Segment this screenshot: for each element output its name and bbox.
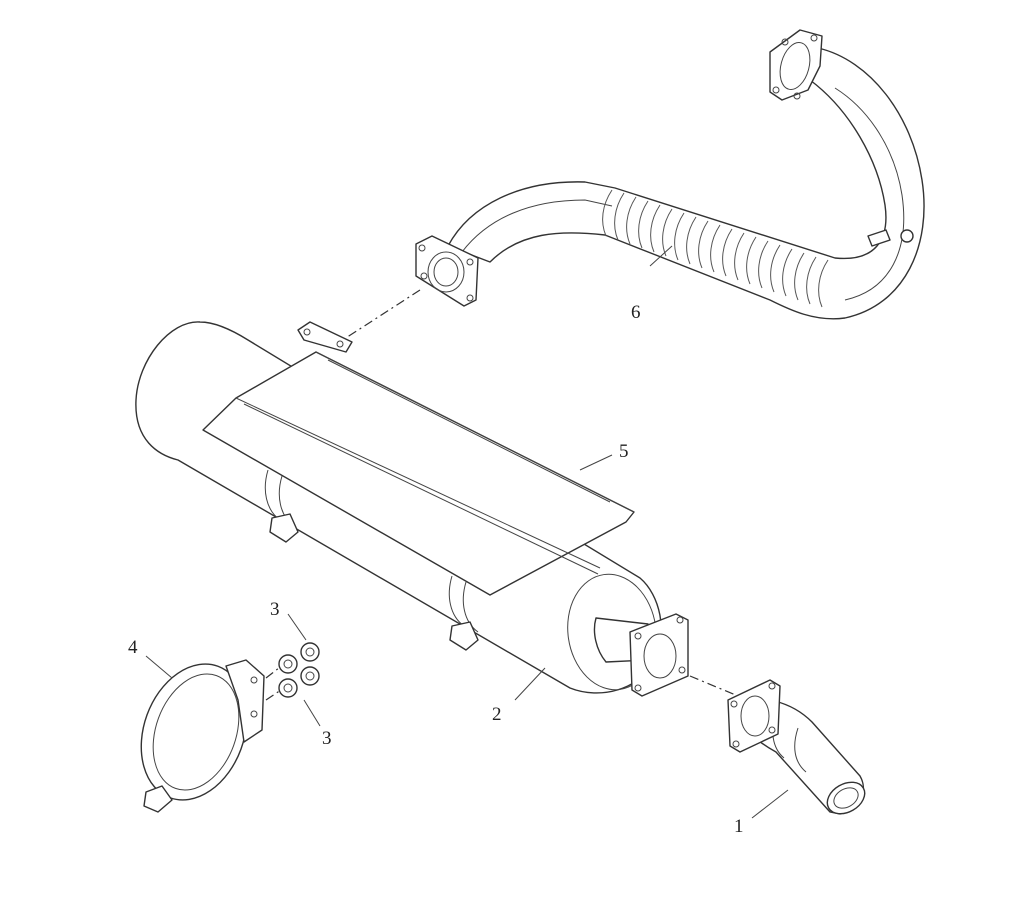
callout-6: 6 [631,302,641,323]
callout-3-upper: 3 [270,599,280,620]
callout-2: 2 [492,704,502,725]
callout-3-lower: 3 [322,728,332,749]
callout-4: 4 [128,637,138,658]
callout-1: 1 [734,816,744,837]
heat-shield-part-5 [202,351,635,596]
callout-5: 5 [619,441,629,462]
alignment-line-lower [689,675,739,697]
callout-leaders [145,245,789,819]
flex-bellows [602,189,829,308]
tailpipe-part-1 [689,675,866,815]
alignment-line-upper [334,289,421,346]
exhaust-pipe-part-6 [415,29,925,320]
fastener-set-part-3 [265,642,320,701]
clamp-band-part-4 [140,659,265,813]
